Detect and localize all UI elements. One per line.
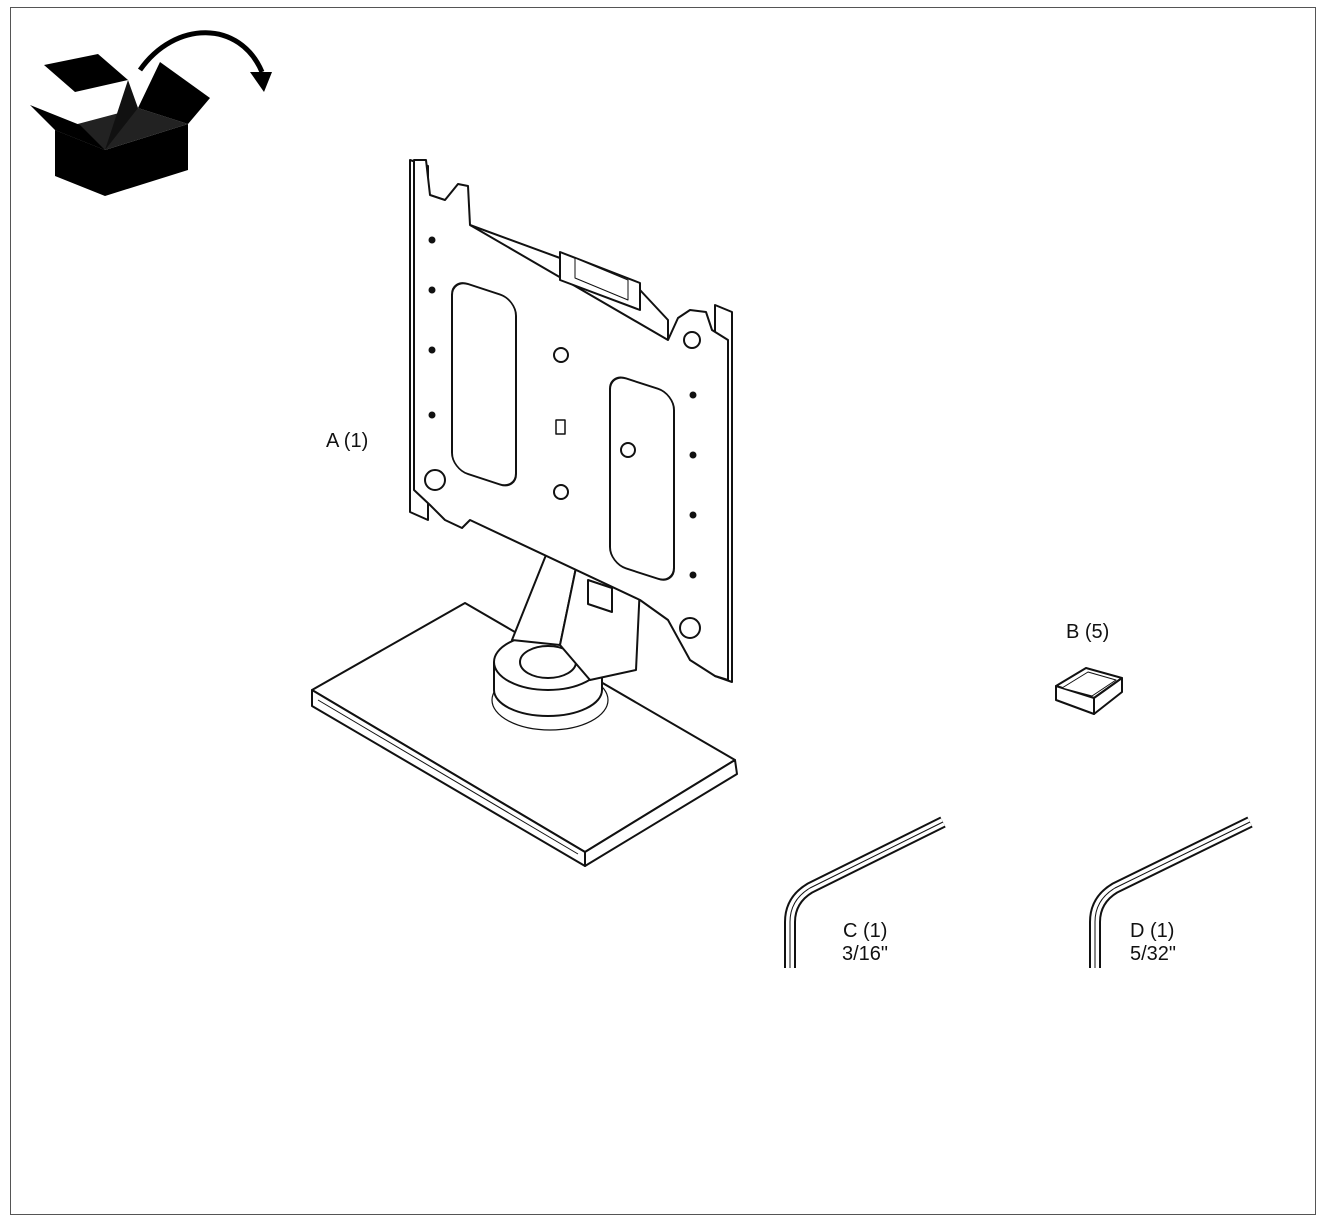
part-c-size: 3/16" bbox=[842, 943, 889, 965]
part-b-label: B (5) bbox=[1066, 621, 1110, 643]
diagram-frame bbox=[10, 7, 1316, 1215]
square-spacer bbox=[1055, 667, 1123, 715]
part-c-label: C (1) bbox=[843, 920, 888, 942]
part-a-label: A (1) bbox=[326, 430, 369, 452]
stand-with-mounting-plate bbox=[311, 159, 738, 867]
hex-key-c bbox=[784, 816, 946, 968]
curved-arrow-icon bbox=[137, 30, 272, 92]
open-box-icon bbox=[30, 54, 210, 196]
part-d-size: 5/32" bbox=[1130, 943, 1177, 965]
part-d-label: D (1) bbox=[1130, 920, 1175, 942]
hex-key-d bbox=[1089, 816, 1253, 968]
